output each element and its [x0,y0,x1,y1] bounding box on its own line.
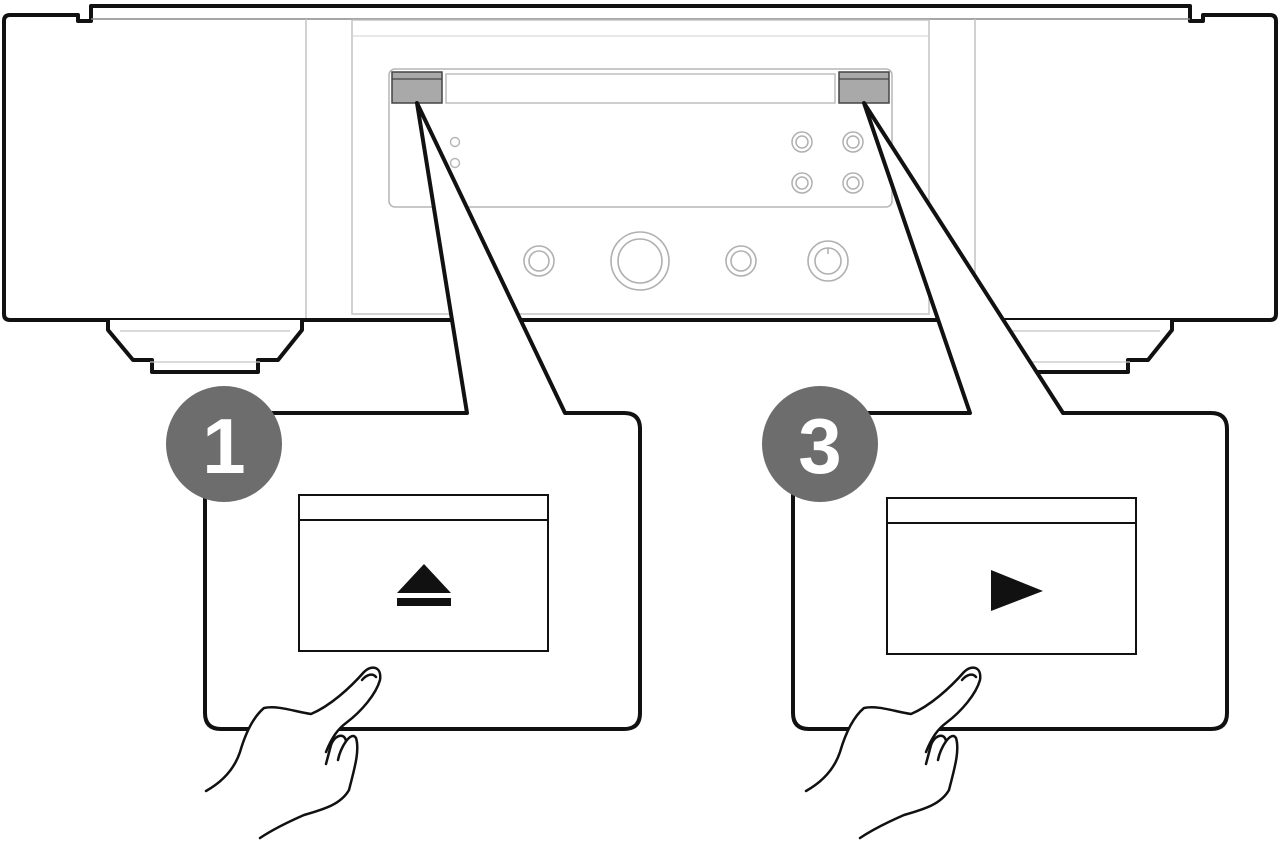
device-eject-button[interactable] [391,71,443,104]
step-number: 1 [202,402,245,490]
cd-player-device [2,4,1278,374]
indicator-led [449,136,461,148]
eject-button-closeup[interactable] [298,494,549,652]
chassis-outline [2,4,1278,322]
step-badge-1: 1 [166,386,282,502]
device-play-button[interactable] [838,71,890,104]
front-panel [351,19,930,315]
indicator-led [449,157,461,169]
callout-step-1: 1 [166,101,642,840]
display-window [388,68,893,208]
hand-pressing-icon [804,666,982,840]
hand-pressing-icon [204,666,382,840]
disc-tray [445,73,836,104]
play-button-closeup[interactable] [886,497,1137,655]
play-icon [991,570,1043,611]
callout-step-3: 3 [762,101,1229,840]
step-number: 3 [798,402,841,490]
eject-icon [397,564,451,606]
step-badge-3: 3 [762,386,878,502]
panel-buttons [791,131,864,194]
panel-knobs [523,231,849,291]
